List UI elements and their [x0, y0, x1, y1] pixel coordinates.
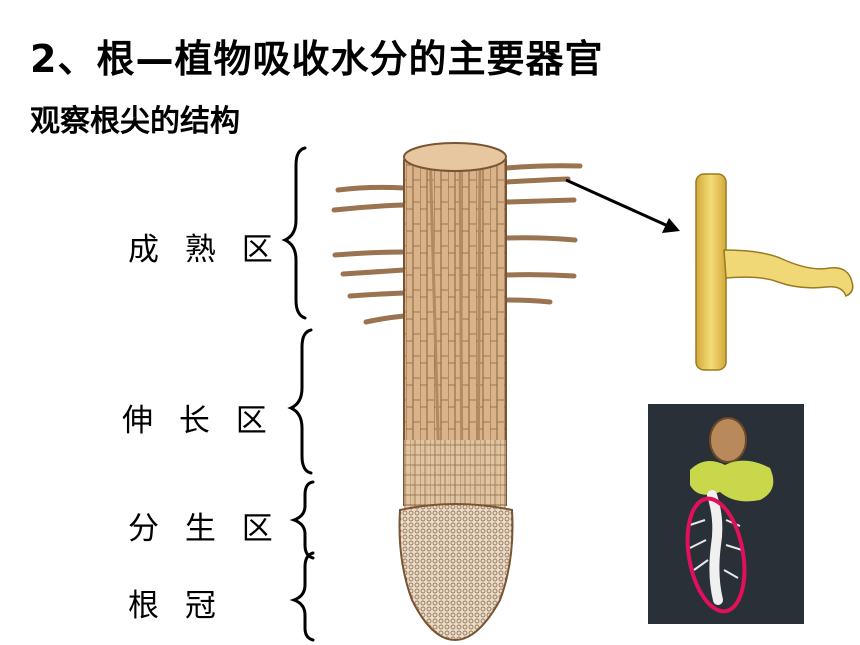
bracket-maturation-zone [281, 146, 307, 320]
label-root-cap: 根 冠 [128, 588, 224, 624]
root-tip-body [398, 142, 514, 642]
root-cap-shape [398, 503, 514, 642]
bracket-elongation-zone [287, 328, 313, 475]
bracket-root-cap [289, 551, 315, 642]
label-meristem-zone: 分 生 区 [128, 511, 281, 547]
label-elongation-zone: 伸 长 区 [122, 403, 275, 439]
section-subtitle: 观察根尖的结构 [30, 104, 240, 139]
bracket-meristem-zone [289, 480, 315, 560]
highlight-ellipse [685, 496, 747, 614]
page-title: 2、根—植物吸收水分的主要器官 [30, 37, 604, 81]
label-maturation-zone: 成 熟 区 [128, 232, 281, 268]
root-hairs-left [331, 184, 407, 325]
pointer-arrow [565, 178, 680, 233]
root-hairs-right [503, 163, 583, 305]
seedling-photo [648, 404, 804, 624]
root-hair-cell-illustration [695, 173, 854, 371]
